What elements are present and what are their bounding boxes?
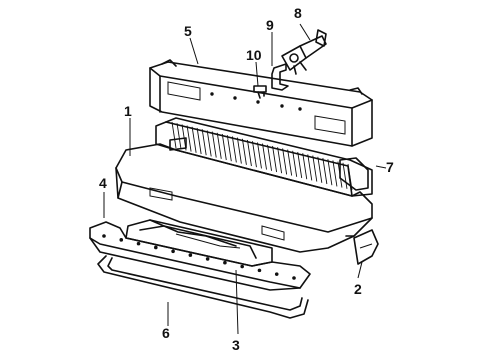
absorber-rib bbox=[246, 139, 252, 167]
callout-3: 3 bbox=[232, 337, 240, 353]
absorber-rib bbox=[322, 157, 328, 185]
absorber-rib bbox=[231, 136, 237, 163]
absorber-rib bbox=[297, 151, 303, 179]
trim-strip bbox=[97, 255, 309, 319]
absorber-rib bbox=[317, 156, 323, 183]
callout-8: 8 bbox=[294, 5, 302, 21]
bolt bbox=[253, 85, 267, 99]
absorber-rib bbox=[302, 153, 308, 180]
absorber-rib bbox=[292, 150, 298, 177]
mounting-hole bbox=[240, 264, 244, 269]
mounting-hole bbox=[292, 276, 296, 280]
absorber-rib bbox=[332, 160, 338, 187]
absorber-rib bbox=[342, 162, 348, 189]
absorber-rib bbox=[216, 132, 222, 159]
callout-5: 5 bbox=[184, 23, 192, 39]
callout-6: 6 bbox=[162, 325, 170, 341]
absorber-rib bbox=[226, 135, 232, 162]
absorber-rib bbox=[277, 147, 283, 174]
absorber-rib bbox=[282, 148, 288, 175]
mounting-hole bbox=[102, 234, 106, 238]
impact-bar bbox=[149, 59, 373, 147]
callout-4: 4 bbox=[99, 175, 107, 191]
callout-1: 1 bbox=[124, 103, 132, 119]
leader-lines bbox=[103, 23, 387, 335]
absorber-rib bbox=[307, 154, 313, 181]
absorber-rib bbox=[272, 145, 278, 173]
mounting-hole bbox=[188, 253, 193, 257]
callout-labels: 5 9 8 10 1 7 4 2 3 6 bbox=[99, 5, 394, 353]
absorber-rib bbox=[252, 141, 257, 168]
absorber-rib bbox=[221, 133, 227, 161]
mounting-hole bbox=[205, 257, 210, 261]
absorber-rib bbox=[262, 143, 267, 170]
mounting-hole bbox=[223, 260, 227, 265]
side-bracket bbox=[353, 229, 379, 265]
absorber-rib bbox=[206, 130, 212, 157]
mounting-brace bbox=[281, 29, 327, 75]
energy-absorber bbox=[155, 117, 373, 197]
callout-2: 2 bbox=[354, 281, 362, 297]
absorber-rib bbox=[267, 144, 272, 171]
absorber-rib bbox=[327, 159, 333, 186]
mounting-hole bbox=[274, 272, 279, 276]
absorber-rib bbox=[196, 127, 202, 155]
bumper-cover bbox=[115, 143, 373, 253]
absorber-rib bbox=[236, 137, 242, 164]
mounting-hole bbox=[171, 249, 175, 254]
absorber-rib bbox=[201, 129, 207, 156]
mounting-hole bbox=[119, 238, 124, 242]
mounting-hole bbox=[154, 245, 158, 250]
absorber-rib bbox=[257, 142, 262, 169]
callout-7: 7 bbox=[386, 159, 394, 175]
absorber-rib bbox=[191, 126, 197, 153]
absorber-rib bbox=[241, 138, 247, 165]
absorber-rib bbox=[287, 149, 293, 176]
absorber-rib bbox=[176, 123, 182, 150]
absorber-rib bbox=[211, 131, 217, 158]
lower-bar bbox=[89, 221, 311, 291]
callout-9: 9 bbox=[266, 17, 274, 33]
callout-10: 10 bbox=[246, 47, 262, 63]
mounting-hole bbox=[136, 241, 141, 246]
mounting-hole bbox=[257, 268, 262, 273]
absorber-rib bbox=[171, 121, 177, 149]
bracket bbox=[271, 63, 289, 91]
absorber-rib bbox=[312, 155, 318, 182]
absorber-rib bbox=[186, 125, 192, 152]
